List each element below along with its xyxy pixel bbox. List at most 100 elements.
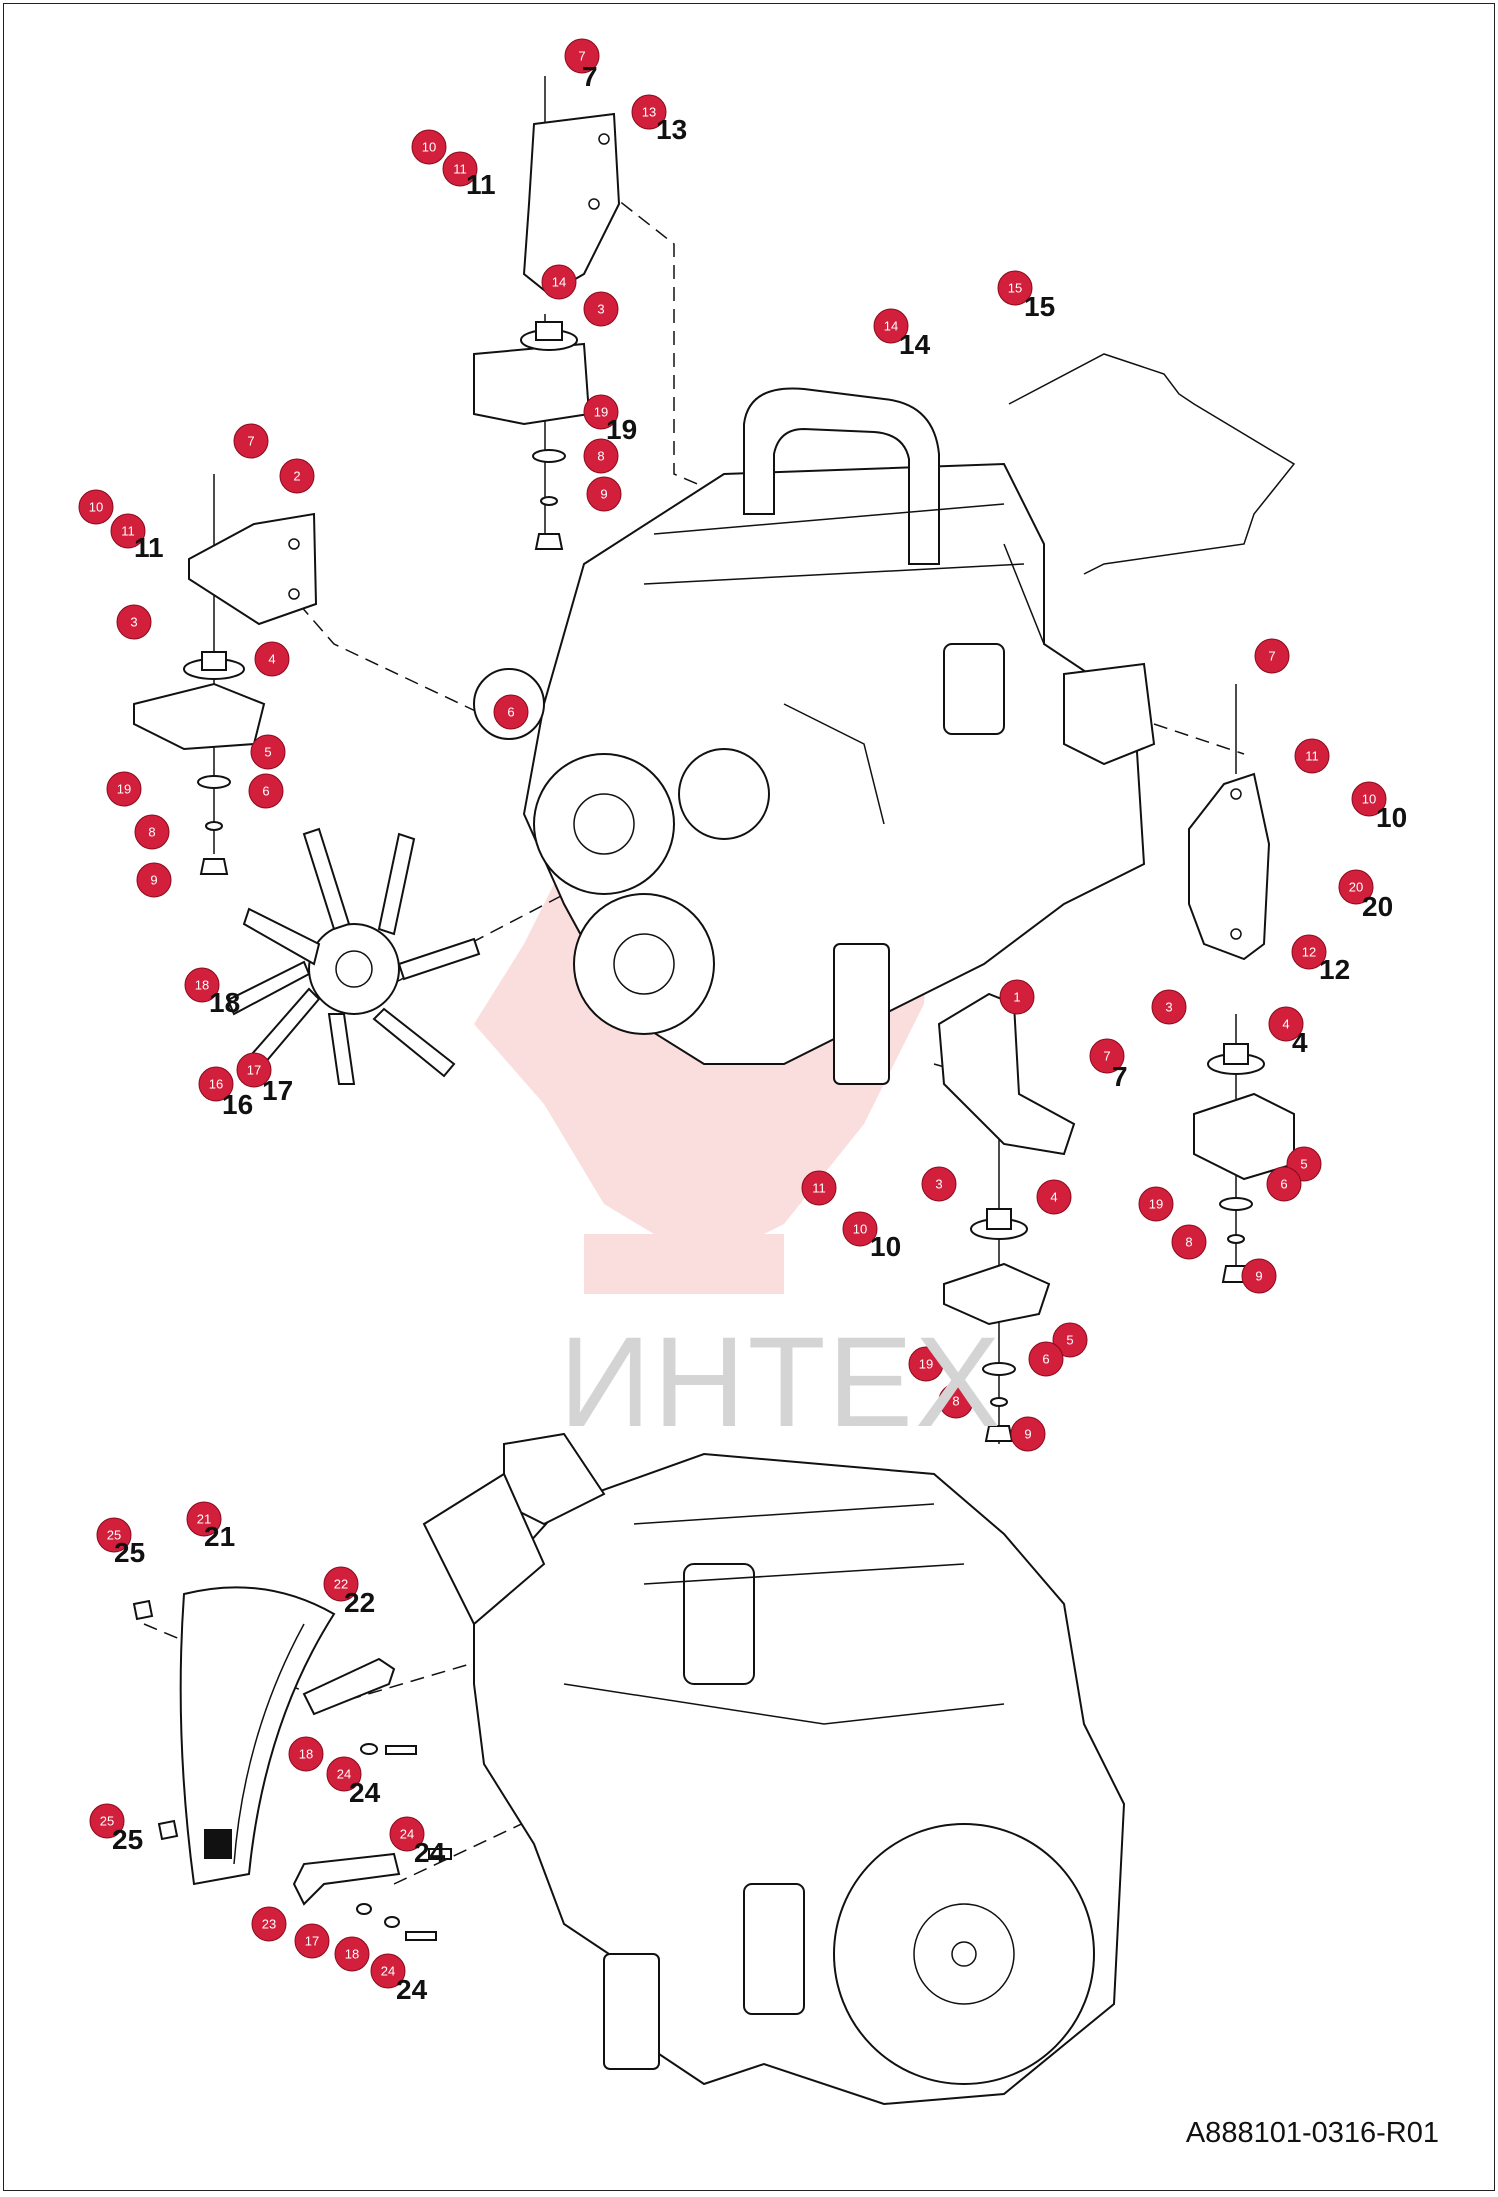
callout-circle	[1028, 1341, 1064, 1377]
callout-circle	[78, 489, 114, 525]
callout-marker: 13	[631, 94, 667, 130]
callout-number: 20	[1349, 880, 1363, 895]
callout-number: 11	[121, 524, 135, 539]
callout-marker: 12	[1291, 934, 1327, 970]
callout-number: 3	[1165, 1000, 1172, 1015]
callout-number: 7	[247, 434, 254, 449]
part-number-label: 7	[1112, 1061, 1128, 1092]
callout-marker: 10	[842, 1211, 878, 1247]
callout-marker: 22	[323, 1566, 359, 1602]
callout-number: 12	[1302, 945, 1316, 960]
callout-marker: 17	[236, 1052, 272, 1088]
callout-number: 5	[1066, 1333, 1073, 1348]
engine-mount-3-lower	[943, 1208, 1051, 1442]
bracket-1	[937, 992, 1076, 1156]
callout-circle	[250, 734, 286, 770]
callout-circle	[294, 1923, 330, 1959]
small-hardware	[132, 1599, 452, 1941]
callout-marker: 5	[1052, 1322, 1088, 1358]
callout-marker: 8	[938, 1383, 974, 1419]
part-number-label: 21	[204, 1521, 235, 1552]
callout-circle	[908, 1346, 944, 1382]
callout-marker: 1	[999, 979, 1035, 1015]
callout-circle	[873, 308, 909, 344]
callout-number: 5	[1300, 1157, 1307, 1172]
callout-marker: 10	[78, 489, 114, 525]
callout-circle	[198, 1066, 234, 1102]
callout-marker: 9	[586, 476, 622, 512]
part-number-label: 10	[870, 1231, 901, 1262]
cooling-fan	[226, 827, 481, 1085]
callout-circle	[921, 1166, 957, 1202]
pipe-15	[1008, 353, 1296, 575]
part-number-label: 11	[134, 532, 164, 563]
exploded-view-drawing: 7713131011111431919891414151572101111346…	[78, 38, 1407, 2106]
callout-number: 11	[812, 1181, 826, 1196]
callout-marker: 14	[873, 308, 909, 344]
callout-number: 13	[642, 105, 656, 120]
callout-circle	[1089, 1038, 1125, 1074]
callout-marker: 6	[493, 694, 529, 730]
part-number-label: 17	[262, 1075, 293, 1106]
callout-number: 9	[1024, 1427, 1031, 1442]
callout-number: 4	[268, 652, 275, 667]
callout-marker: 14	[541, 264, 577, 300]
callout-number: 17	[247, 1063, 261, 1078]
callout-circle	[186, 1501, 222, 1537]
callout-marker: 24	[389, 1816, 425, 1852]
callout-marker: 16	[198, 1066, 234, 1102]
callout-marker: 8	[1171, 1224, 1207, 1260]
callout-circle	[1291, 934, 1327, 970]
callout-marker: 11	[801, 1170, 837, 1206]
callout-number: 6	[507, 705, 514, 720]
callout-number: 18	[299, 1747, 313, 1762]
callout-circle	[583, 291, 619, 327]
callout-marker: 19	[1138, 1186, 1174, 1222]
callout-circle	[1171, 1224, 1207, 1260]
callout-marker: 5	[250, 734, 286, 770]
callout-number: 8	[148, 825, 155, 840]
callout-marker: 4	[1268, 1006, 1304, 1042]
part-number-label: 25	[114, 1537, 145, 1568]
callout-circle	[586, 476, 622, 512]
callout-circle	[938, 1383, 974, 1419]
callout-number: 11	[1305, 749, 1319, 764]
washer-stack-top	[532, 449, 566, 550]
callout-number: 7	[1103, 1049, 1110, 1064]
callout-circle	[1266, 1166, 1302, 1202]
callout-marker: 8	[583, 438, 619, 474]
engine-mount-14	[473, 321, 591, 426]
callout-circle	[96, 1517, 132, 1553]
callout-circle	[233, 423, 269, 459]
callout-marker: 25	[89, 1803, 125, 1839]
callout-number: 1	[1013, 990, 1020, 1005]
callout-circle	[1294, 738, 1330, 774]
callout-number: 3	[597, 302, 604, 317]
callout-number: 10	[1362, 792, 1376, 807]
callout-number: 5	[264, 745, 271, 760]
callout-number: 8	[952, 1394, 959, 1409]
callout-number: 25	[107, 1528, 121, 1543]
callout-marker: 3	[921, 1166, 957, 1202]
callout-number: 9	[150, 873, 157, 888]
callout-circle	[1268, 1006, 1304, 1042]
callout-circle	[842, 1211, 878, 1247]
callout-number: 14	[552, 275, 566, 290]
bracket-2	[188, 512, 318, 626]
callout-circle	[1351, 781, 1387, 817]
callout-circle	[493, 694, 529, 730]
callout-marker: 19	[583, 394, 619, 430]
part-number-label: 16	[222, 1089, 253, 1120]
callout-number: 7	[578, 49, 585, 64]
callout-circle	[389, 1816, 425, 1852]
callout-number: 3	[935, 1177, 942, 1192]
callout-number: 10	[853, 1222, 867, 1237]
callout-circle	[801, 1170, 837, 1206]
callout-marker: 6	[248, 773, 284, 809]
callout-marker: 3	[1151, 989, 1187, 1025]
part-number-label: 24	[414, 1837, 446, 1868]
callout-number: 18	[345, 1947, 359, 1962]
callout-marker: 9	[136, 862, 172, 898]
callout-marker: 20	[1338, 869, 1374, 905]
part-number-label: 19	[606, 414, 637, 445]
